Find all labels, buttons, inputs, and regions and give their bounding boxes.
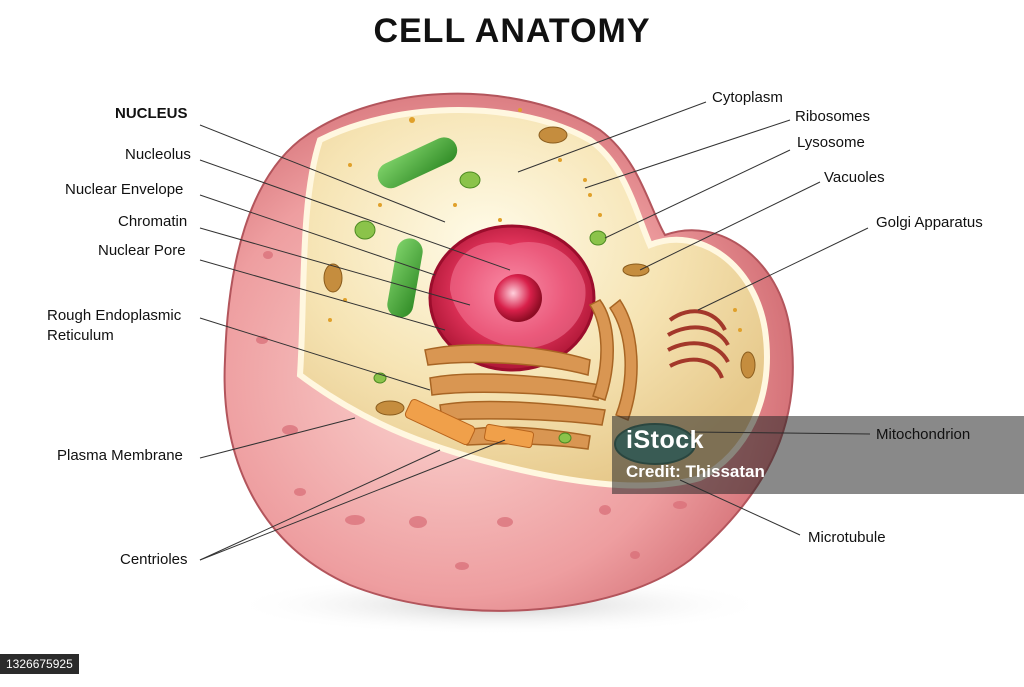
golgi-shape <box>666 309 730 379</box>
label-plasma-membrane: Plasma Membrane <box>57 447 183 464</box>
centrioles-shape <box>404 398 535 449</box>
label-golgi-apparatus: Golgi Apparatus <box>876 214 983 231</box>
label-nuclear-pore: Nuclear Pore <box>98 242 186 259</box>
nucleolus-shape <box>494 274 542 322</box>
label-rough-er-line1: Rough Endoplasmic <box>47 307 182 324</box>
label-nucleolus: Nucleolus <box>125 146 191 163</box>
watermark-brand: iStock <box>626 426 705 454</box>
lysosomes <box>354 171 607 444</box>
watermark-credit: Credit: Thissatan <box>626 462 765 481</box>
page-title: CELL ANATOMY <box>373 12 651 50</box>
mitochondria-top <box>377 137 458 189</box>
label-nuclear-envelope: Nuclear Envelope <box>65 181 184 198</box>
label-mitochondrion: Mitochondrion <box>876 426 971 443</box>
image-id-badge: 1326675925 <box>0 654 79 674</box>
label-microtubule: Microtubule <box>808 529 886 546</box>
label-ribosomes: Ribosomes <box>795 108 871 125</box>
label-vacuoles: Vacuoles <box>824 169 885 186</box>
membrane-texture <box>256 251 687 570</box>
leader-lines <box>199 101 871 561</box>
label-cytoplasm: Cytoplasm <box>712 89 783 106</box>
watermark-band <box>612 416 1024 494</box>
label-rough-er-line2: Reticulum <box>47 327 114 344</box>
vacuoles-shape <box>323 126 756 416</box>
mitochondria-left <box>387 238 423 318</box>
label-lysosome: Lysosome <box>797 134 865 151</box>
label-centrioles: Centrioles <box>120 551 188 568</box>
label-chromatin: Chromatin <box>118 213 188 230</box>
label-nucleus: NUCLEUS <box>115 105 188 122</box>
